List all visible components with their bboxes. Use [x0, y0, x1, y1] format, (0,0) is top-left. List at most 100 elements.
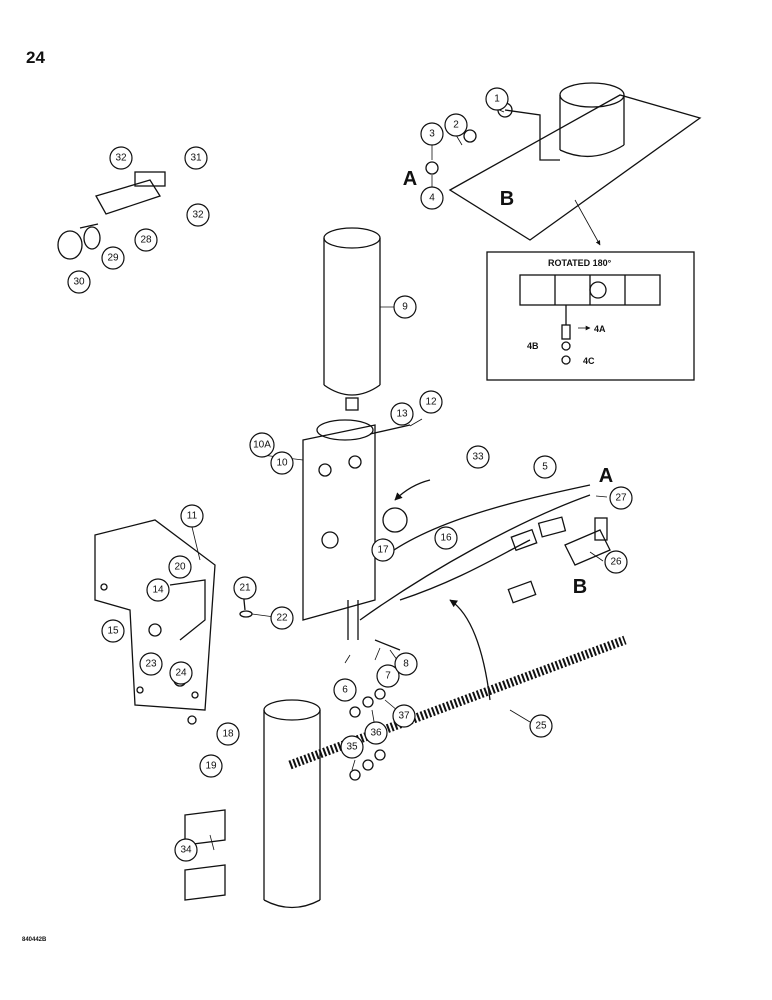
callout-15: 15 — [101, 619, 125, 643]
callout-25: 25 — [529, 714, 553, 738]
inset-label-4b: 4B — [527, 341, 539, 351]
callout-4: 4 — [420, 186, 444, 210]
svg-text:4: 4 — [429, 193, 435, 204]
callout-6: 6 — [333, 678, 357, 702]
callout-24: 24 — [169, 661, 193, 685]
svg-text:33: 33 — [472, 452, 484, 463]
callout-14: 14 — [146, 578, 170, 602]
svg-text:8: 8 — [403, 659, 409, 670]
svg-text:10A: 10A — [253, 440, 271, 451]
callout-18: 18 — [216, 722, 240, 746]
svg-text:20: 20 — [174, 562, 186, 573]
callout-17: 17 — [371, 538, 395, 562]
svg-text:5: 5 — [542, 462, 548, 473]
callout-13: 13 — [390, 402, 414, 426]
callout-33: 33 — [466, 445, 490, 469]
svg-text:22: 22 — [276, 613, 288, 624]
callout-16: 16 — [434, 526, 458, 550]
svg-text:28: 28 — [140, 235, 152, 246]
svg-text:6: 6 — [342, 685, 348, 696]
callout-7: 7 — [376, 664, 400, 688]
svg-text:18: 18 — [222, 729, 234, 740]
svg-text:12: 12 — [425, 397, 437, 408]
callout-19: 19 — [199, 754, 223, 778]
callout-32-bottom: 32 — [186, 203, 210, 227]
wire-harness — [359, 484, 591, 651]
callout-3: 3 — [420, 122, 444, 146]
svg-text:19: 19 — [205, 761, 217, 772]
callout-37: 37 — [392, 704, 416, 728]
svg-text:3: 3 — [429, 129, 435, 140]
svg-text:30: 30 — [73, 277, 85, 288]
svg-text:25: 25 — [535, 721, 547, 732]
reference-code: 840442B — [22, 937, 47, 943]
direction-arrow-bottom — [449, 599, 491, 701]
sensor-26 — [564, 517, 611, 566]
filter-canister — [323, 227, 381, 411]
inset-label-4a: 4A — [594, 324, 606, 334]
callout-27: 27 — [609, 486, 633, 510]
letter-b-right: B — [573, 576, 587, 598]
callout-12: 12 — [419, 390, 443, 414]
callout-31: 31 — [184, 146, 208, 170]
svg-text:32: 32 — [115, 153, 127, 164]
direction-arrow-top — [394, 479, 431, 501]
center-bracket — [302, 419, 411, 640]
svg-text:31: 31 — [190, 153, 202, 164]
leader-lines — [191, 108, 608, 851]
page-number: 24 — [26, 48, 45, 67]
svg-text:27: 27 — [615, 493, 627, 504]
callout-11: 11 — [180, 504, 204, 528]
letter-a-right: A — [599, 465, 613, 487]
svg-text:2: 2 — [453, 120, 459, 131]
callout-5: 5 — [533, 455, 557, 479]
callout-2: 2 — [444, 113, 468, 137]
svg-text:16: 16 — [440, 533, 452, 544]
callout-32-top: 32 — [109, 146, 133, 170]
mounting-plate-top — [425, 82, 702, 241]
inset-title: ROTATED 180° — [548, 258, 612, 268]
switch-assembly — [57, 171, 166, 260]
rotated-inset — [486, 251, 695, 381]
svg-text:13: 13 — [396, 409, 408, 420]
svg-text:17: 17 — [377, 545, 389, 556]
callout-28: 28 — [134, 228, 158, 252]
callout-8: 8 — [394, 652, 418, 676]
callout-21: 21 — [233, 576, 257, 600]
letter-a-top: A — [403, 168, 417, 190]
callout-9: 9 — [393, 295, 417, 319]
svg-text:29: 29 — [107, 253, 119, 264]
svg-text:24: 24 — [175, 668, 187, 679]
svg-text:11: 11 — [187, 511, 198, 522]
callout-36: 36 — [364, 721, 388, 745]
callout-20: 20 — [168, 555, 192, 579]
letter-b-top: B — [500, 188, 514, 210]
svg-text:26: 26 — [610, 557, 622, 568]
callout-23: 23 — [139, 652, 163, 676]
svg-text:9: 9 — [402, 302, 408, 313]
svg-text:36: 36 — [370, 728, 382, 739]
callout-30: 30 — [67, 270, 91, 294]
svg-text:21: 21 — [239, 583, 251, 594]
callout-22: 22 — [270, 606, 294, 630]
lower-bracket — [184, 699, 321, 909]
callout-1: 1 — [485, 87, 509, 111]
callout-10a: 10A — [249, 432, 275, 458]
inset-label-4c: 4C — [583, 356, 595, 366]
callout-26: 26 — [604, 550, 628, 574]
svg-text:23: 23 — [145, 659, 157, 670]
callout-29: 29 — [101, 246, 125, 270]
svg-text:1: 1 — [494, 94, 500, 105]
callout-35: 35 — [340, 735, 364, 759]
svg-text:7: 7 — [385, 671, 391, 682]
svg-text:15: 15 — [107, 626, 119, 637]
spiral-wrap — [288, 635, 627, 770]
svg-text:10: 10 — [276, 458, 288, 469]
svg-text:32: 32 — [192, 210, 204, 221]
svg-text:14: 14 — [152, 585, 164, 596]
svg-text:35: 35 — [346, 742, 358, 753]
svg-text:37: 37 — [398, 711, 410, 722]
callout-34: 34 — [174, 838, 198, 862]
callout-10: 10 — [270, 451, 294, 475]
